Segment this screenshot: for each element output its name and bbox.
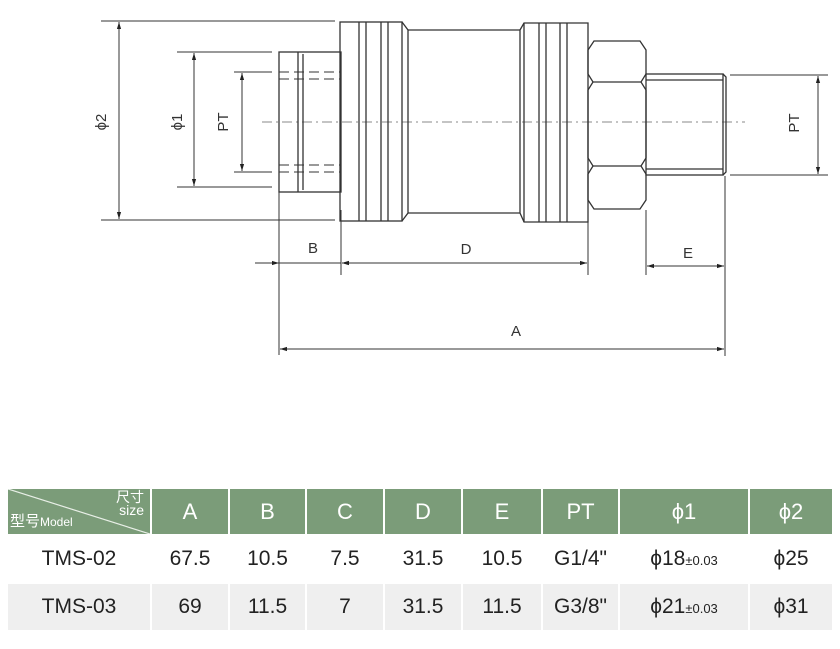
- cell-phi1: ϕ18±0.03: [620, 536, 748, 582]
- cell-phi2: ϕ31: [750, 584, 832, 630]
- label-pt-right: PT: [786, 113, 803, 132]
- label-d: D: [461, 241, 472, 258]
- header-c: C: [307, 489, 383, 534]
- label-b: B: [308, 240, 318, 257]
- header-e: E: [463, 489, 541, 534]
- header-pt: PT: [543, 489, 618, 534]
- label-pt-left: PT: [215, 112, 232, 131]
- cell-e: 10.5: [463, 536, 541, 582]
- label-phi1: ϕ1: [169, 114, 186, 131]
- header-d: D: [385, 489, 461, 534]
- diagonal-divider: [8, 489, 150, 534]
- phi1-tolerance: ±0.03: [685, 601, 718, 616]
- table-row: TMS-03 69 11.5 7 31.5 11.5 G3/8" ϕ21±0.0…: [8, 584, 832, 630]
- cell-pt: G1/4": [543, 536, 618, 582]
- label-phi2: ϕ2: [93, 114, 110, 131]
- model-en: Model: [40, 515, 73, 529]
- phi1-value: ϕ18: [650, 547, 686, 570]
- cell-d: 31.5: [385, 584, 461, 630]
- size-en: size: [119, 502, 144, 518]
- cell-e: 11.5: [463, 584, 541, 630]
- cell-pt: G3/8": [543, 584, 618, 630]
- cell-c: 7: [307, 584, 383, 630]
- table-row: TMS-02 67.5 10.5 7.5 31.5 10.5 G1/4" ϕ18…: [8, 536, 832, 582]
- size-cn: 尺寸: [116, 489, 144, 505]
- part-outline: [262, 21, 745, 223]
- label-e: E: [683, 245, 693, 262]
- cell-model: TMS-02: [8, 536, 150, 582]
- label-a: A: [511, 323, 521, 340]
- model-label: 型号Model: [10, 510, 73, 531]
- dimension-lines: [101, 20, 828, 356]
- cell-phi2: ϕ25: [750, 536, 832, 582]
- phi1-value: ϕ21: [650, 595, 686, 618]
- header-a: A: [152, 489, 228, 534]
- cell-b: 10.5: [230, 536, 305, 582]
- model-cn: 型号: [10, 513, 41, 530]
- cell-phi1: ϕ21±0.03: [620, 584, 748, 630]
- cell-b: 11.5: [230, 584, 305, 630]
- cell-a: 69: [152, 584, 228, 630]
- coupling-technical-drawing: ϕ2 ϕ1 PT PT B D E A: [93, 20, 828, 356]
- header-phi2: ϕ2: [750, 489, 832, 534]
- cell-a: 67.5: [152, 536, 228, 582]
- header-b: B: [230, 489, 305, 534]
- cell-c: 7.5: [307, 536, 383, 582]
- phi1-tolerance: ±0.03: [685, 553, 718, 568]
- cell-d: 31.5: [385, 536, 461, 582]
- cell-model: TMS-03: [8, 584, 150, 630]
- header-phi1: ϕ1: [620, 489, 748, 534]
